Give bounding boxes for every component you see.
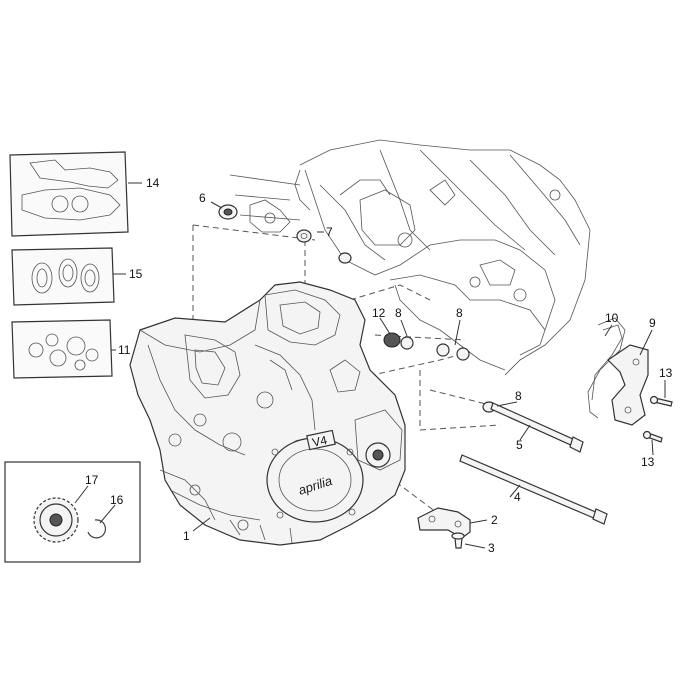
spacers-8: [400, 336, 496, 413]
callout-9: 9: [649, 316, 656, 330]
callout-15: 15: [129, 267, 143, 281]
assembly-guide-lines: [192, 224, 501, 516]
callout-4: 4: [514, 490, 521, 504]
callout-12: 12: [372, 306, 386, 320]
callout-16: 16: [110, 493, 124, 507]
callout-10: 10: [605, 311, 619, 325]
screws-13: [642, 395, 673, 443]
bracket-2: [417, 507, 471, 539]
circlip: [87, 519, 106, 539]
callout-8-lower: 8: [515, 389, 522, 403]
engine-badge: V4: [311, 433, 329, 450]
bushing-12: [383, 332, 401, 348]
callout-13-upper: 13: [659, 366, 673, 380]
output-sprocket: [33, 497, 79, 543]
engine-assembly: aprilia V4: [129, 281, 406, 546]
callout-14: 14: [146, 176, 160, 190]
bolt-5: [490, 402, 584, 453]
guard-plate-9: [607, 344, 649, 426]
callout-2: 2: [491, 513, 498, 527]
callout-3: 3: [488, 541, 495, 555]
spacer-7: [296, 229, 352, 264]
callout-1: 1: [183, 529, 190, 543]
screw-3: [451, 532, 465, 549]
leader-lines: [74, 182, 666, 549]
callout-6: 6: [199, 191, 206, 205]
callout-8-upper-left: 8: [395, 306, 402, 320]
callout-11: 11: [118, 343, 131, 357]
callout-labels: 1 2 3 4 5 6 7 8 8 8 9 10 11 12 13 13 14 …: [85, 176, 673, 555]
sprocket-inset-box: [4, 461, 141, 563]
o-ring-kit-bag: [11, 319, 113, 379]
long-bolt-4: [459, 454, 608, 525]
callout-5: 5: [516, 438, 523, 452]
callout-13-lower: 13: [641, 455, 655, 469]
seal-kit-bag: [11, 247, 115, 306]
gasket-kit-bag: [9, 151, 129, 237]
callout-7: 7: [326, 225, 333, 239]
callout-17: 17: [85, 473, 99, 487]
rubber-bushing-6: [218, 204, 238, 220]
callout-8-upper-right: 8: [456, 306, 463, 320]
